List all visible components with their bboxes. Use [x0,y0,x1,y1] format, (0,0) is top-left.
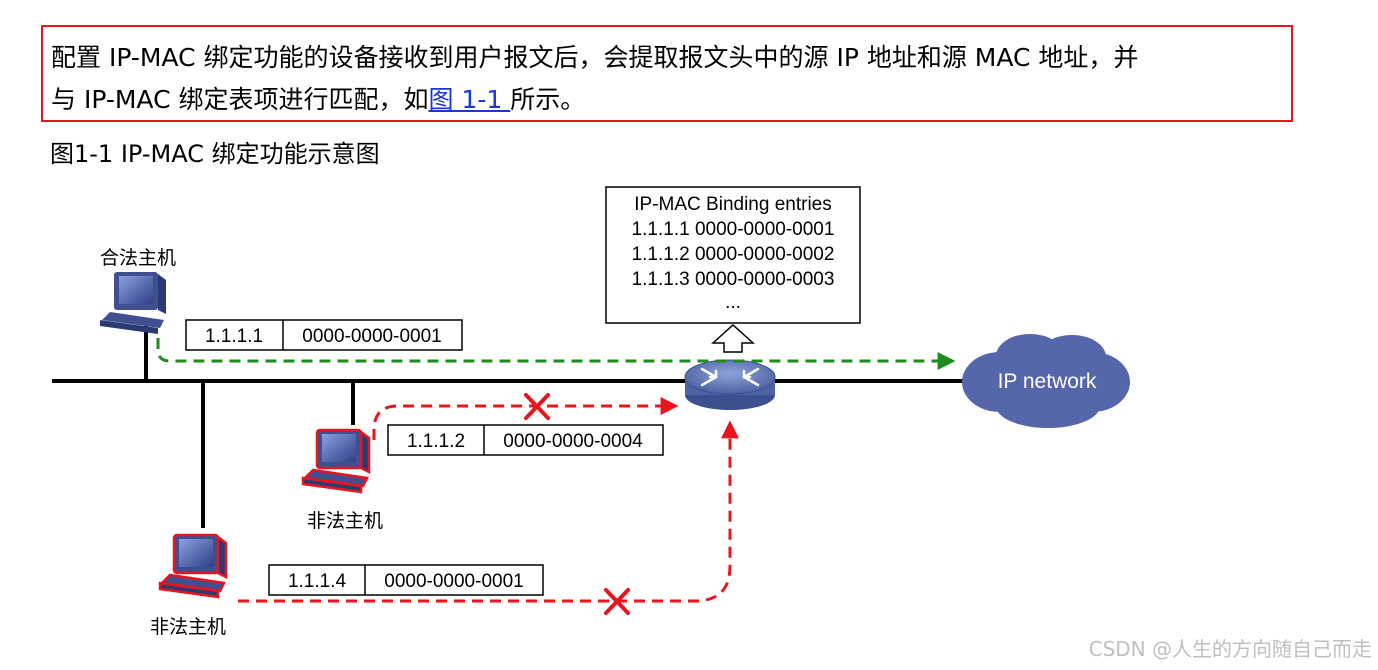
blocked-traffic-arrow-2 [238,420,739,603]
blocked-traffic-arrow-1 [372,397,679,440]
binding-table-title: IP-MAC Binding entries [634,194,831,215]
illegal-host-1-label: 非法主机 [307,510,383,532]
intro-line-2-prefix: 与 IP-MAC 绑定表项进行匹配，如 [51,85,429,114]
intro-line-2: 与 IP-MAC 绑定表项进行匹配，如图 1-1 所示。 [51,79,1283,121]
lookup-arrow [711,323,755,353]
binding-row-2: 1.1.1.2 0000-0000-0002 [632,244,835,265]
blocked-x-icon [524,393,550,420]
binding-ellipsis: ... [725,292,741,313]
illegal-host-2-pc-icon [158,533,228,599]
legal-packet-mac: 0000-0000-0001 [302,326,441,347]
illegal-1-packet-ip: 1.1.1.2 [407,431,465,452]
switch-icon [684,359,776,410]
binding-row-1: 1.1.1.1 0000-0000-0001 [632,219,835,240]
illegal-2-packet-mac: 0000-0000-0001 [384,571,523,592]
illegal-2-packet-header: 1.1.1.4 0000-0000-0001 [268,564,544,596]
cloud-icon: IP network [962,334,1130,428]
figure-link[interactable]: 图 1-1 [428,85,511,114]
binding-table: IP-MAC Binding entries 1.1.1.1 0000-0000… [605,186,861,324]
binding-row-3: 1.1.1.3 0000-0000-0003 [632,269,835,290]
allowed-traffic-arrow [156,338,956,370]
illegal-host-1-pc-icon [301,428,371,494]
illegal-1-packet-header: 1.1.1.2 0000-0000-0004 [387,424,664,456]
intro-box: 配置 IP-MAC 绑定功能的设备接收到用户报文后，会提取报文头中的源 IP 地… [41,25,1293,122]
legal-packet-ip: 1.1.1.1 [205,326,263,347]
legal-packet-header: 1.1.1.1 0000-0000-0001 [185,319,463,351]
illegal-1-packet-mac: 0000-0000-0004 [503,431,643,452]
intro-line-2-suffix: 所示。 [510,85,586,114]
legal-host-pc-icon [100,272,166,334]
illegal-2-packet-ip: 1.1.1.4 [288,571,347,592]
figure-caption: 图1-1 IP-MAC 绑定功能示意图 [50,140,380,168]
legal-host-label: 合法主机 [100,247,176,269]
cloud-label: IP network [998,370,1097,393]
blocked-x-icon [604,588,630,615]
network-cables [52,326,980,528]
intro-line-1: 配置 IP-MAC 绑定功能的设备接收到用户报文后，会提取报文头中的源 IP 地… [51,43,1139,72]
watermark: CSDN @人生的方向随自己而走 [1088,637,1372,661]
illegal-host-2-label: 非法主机 [150,616,226,638]
